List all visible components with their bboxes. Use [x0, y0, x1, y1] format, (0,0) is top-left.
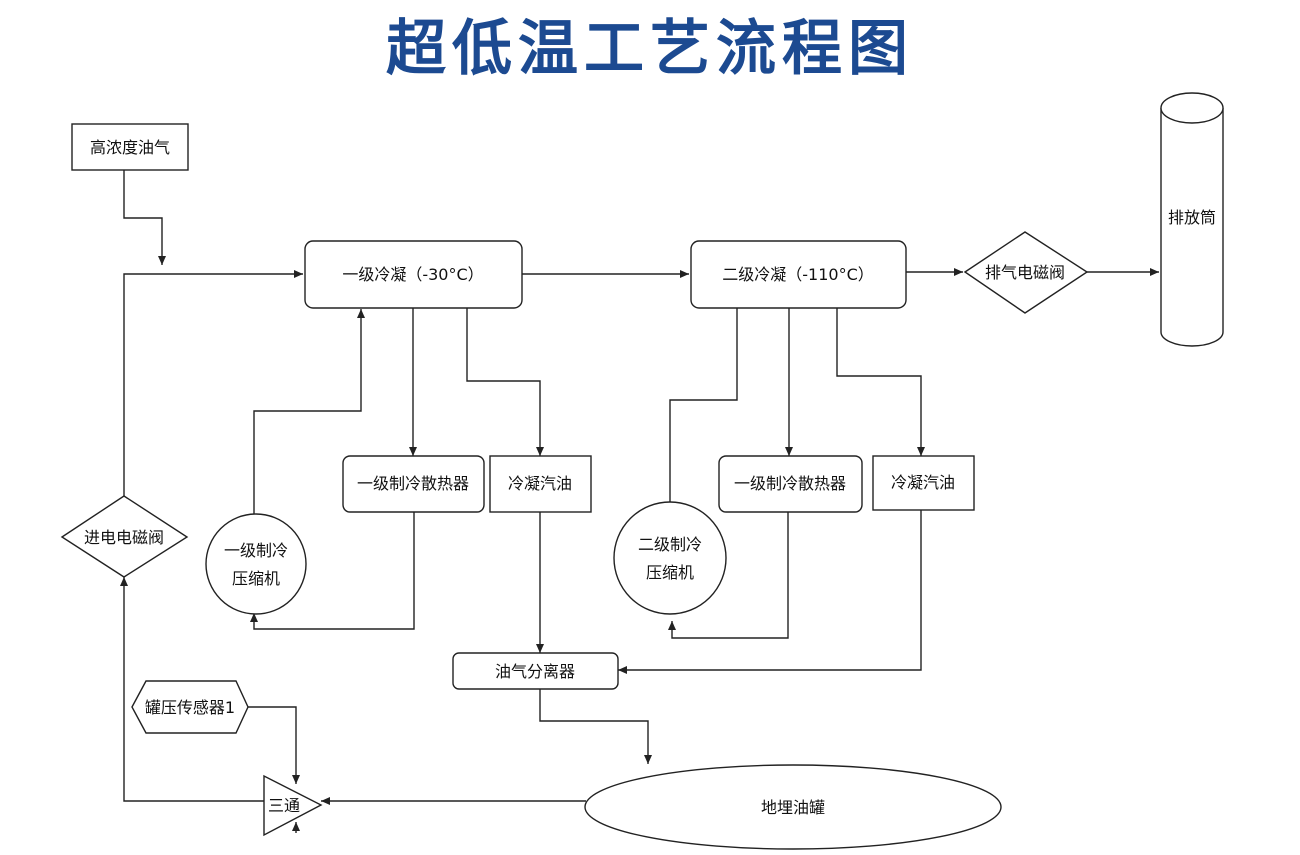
connector-compressor2-to-stage2: [669, 308, 738, 502]
node-stage2-compressor-label-2: 压缩机: [646, 563, 694, 582]
node-stage2-radiator: 一级制冷散热器: [718, 455, 863, 513]
node-underground-tank-label: 地埋油罐: [761, 798, 825, 817]
node-stage2-compressor-label-1: 二级制冷: [638, 535, 702, 554]
node-stage1-compressor: 一级制冷 压缩机: [205, 513, 307, 615]
node-condensed-gasoline-2-label: 冷凝汽油: [891, 473, 955, 492]
node-stage1-condense: 一级冷凝（-30°C）: [304, 240, 523, 309]
node-tank-pressure-sensor: 罐压传感器1: [131, 680, 249, 734]
node-tee-label: 三通: [268, 796, 300, 815]
node-stage1-radiator-label: 一级制冷散热器: [357, 474, 469, 493]
node-stack-label: 排放筒: [1168, 208, 1216, 227]
node-separator-label: 油气分离器: [495, 662, 575, 681]
node-separator: 油气分离器: [452, 652, 619, 690]
node-tank-pressure-sensor-label: 罐压传感器1: [145, 698, 235, 717]
connector-inlet-valve-to-stage1: [123, 270, 303, 496]
connector-compressor1-to-stage1: [253, 309, 365, 514]
node-inlet-valve-label: 进电电磁阀: [84, 528, 164, 547]
connector-stage2-to-gasoline2: [836, 308, 925, 456]
node-condensed-gasoline-1-label: 冷凝汽油: [508, 474, 572, 493]
node-exhaust-valve: 排气电磁阀: [963, 231, 1089, 314]
node-high-conc-gas-label: 高浓度油气: [90, 138, 170, 157]
connector-stage1-to-gasoline1: [466, 308, 544, 456]
node-stage2-radiator-label: 一级制冷散热器: [734, 474, 846, 493]
node-stage2-condense: 二级冷凝（-110°C）: [690, 240, 907, 309]
node-stage1-compressor-label-2: 压缩机: [232, 569, 280, 588]
node-stage1-radiator: 一级制冷散热器: [342, 455, 485, 513]
node-tee: 三通: [263, 774, 323, 837]
connector-radiator1-to-compressor1: [250, 512, 415, 630]
connector-separator-to-tank: [539, 689, 652, 764]
node-inlet-valve: 进电电磁阀: [60, 495, 189, 578]
connector-gasoline2-to-separator: [618, 510, 922, 674]
page-title: 超低温工艺流程图: [386, 14, 914, 84]
node-condensed-gasoline-1: 冷凝汽油: [489, 455, 592, 513]
node-stage1-compressor-label-1: 一级制冷: [224, 541, 288, 560]
node-stack: 排放筒: [1160, 92, 1224, 347]
node-stage2-condense-label: 二级冷凝（-110°C）: [722, 265, 874, 284]
node-stage2-compressor: 二级制冷 压缩机: [613, 501, 727, 615]
node-high-conc-gas: 高浓度油气: [71, 123, 189, 171]
node-condensed-gasoline-2: 冷凝汽油: [872, 455, 975, 511]
connector-radiator2-to-compressor2: [668, 512, 789, 639]
connector-sensor-to-tee: [248, 706, 300, 784]
node-exhaust-valve-label: 排气电磁阀: [985, 263, 1065, 282]
node-underground-tank: 地埋油罐: [584, 764, 1002, 850]
connector-tee-to-inlet-valve: [120, 577, 264, 802]
connector-gas-in: [123, 170, 166, 265]
connectors: [120, 170, 1159, 833]
node-stage1-condense-label: 一级冷凝（-30°C）: [342, 265, 483, 284]
